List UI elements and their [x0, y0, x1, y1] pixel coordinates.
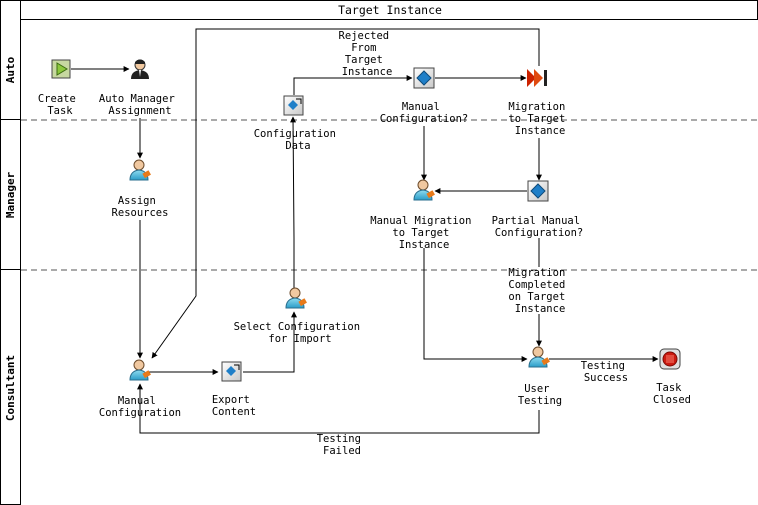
user-person-icon[interactable]	[528, 346, 550, 368]
label-export-content: Export Content	[212, 394, 256, 418]
user-person-icon[interactable]	[129, 359, 151, 381]
label-manual-configuration: Manual Configuration	[99, 395, 181, 419]
user-person-icon[interactable]	[285, 287, 307, 309]
lane-label-manager: Manager	[4, 171, 17, 218]
label-assign-resources: Assign Resources	[112, 195, 169, 219]
label-select-config: Select Configuration for Import	[234, 321, 367, 345]
end-stop-icon[interactable]	[659, 348, 681, 370]
migration-arrow-icon[interactable]	[527, 69, 547, 87]
label-testing-failed: Testing Failed	[317, 433, 368, 457]
label-task-closed: Task Closed	[653, 382, 691, 406]
label-manual-migration: Manual Migration to Target Instance	[370, 215, 477, 251]
label-migration-completed: Migration Completed on Target Instance	[508, 267, 571, 315]
label-auto-manager: Auto Manager Assignment	[99, 93, 181, 117]
label-migration-target: Migration to Target Instance	[508, 101, 571, 137]
label-testing-success: Testing Success	[581, 360, 632, 384]
edge-config-data-to-manual-q	[293, 75, 413, 95]
edge-manual-migration-to-user-testing	[423, 248, 528, 362]
edge-export-to-select	[243, 311, 297, 373]
label-manual-config-q: Manual Configuration?	[380, 101, 469, 125]
label-rejected: Rejected From Target Instance	[339, 30, 396, 78]
decision-diamond-icon[interactable]	[413, 67, 435, 89]
edges	[71, 28, 659, 434]
diagram-title: Target Instance	[338, 3, 442, 17]
label-config-data: Configuration Data	[254, 128, 343, 152]
lane-labels: Auto Manager Consultant	[4, 56, 17, 421]
lane-label-consultant: Consultant	[4, 355, 17, 421]
edge-select-to-config-data	[290, 116, 297, 288]
user-person-icon[interactable]	[129, 159, 151, 181]
edge-labels: Rejected From Target Instance Migration …	[317, 30, 632, 457]
lane-label-auto: Auto	[4, 56, 17, 83]
edge-rejected	[151, 28, 540, 359]
subprocess-icon[interactable]	[283, 95, 304, 116]
edge-testing-failed	[137, 383, 540, 434]
user-person-icon[interactable]	[413, 179, 435, 201]
label-create-task: Create Task	[38, 93, 82, 117]
label-partial-manual: Partial Manual Configuration?	[492, 215, 587, 239]
manager-person-icon[interactable]	[131, 59, 149, 80]
start-triangle-icon[interactable]	[51, 59, 71, 79]
decision-diamond-icon[interactable]	[527, 180, 549, 202]
node-labels: Create Task Auto Manager Assignment Conf…	[38, 93, 691, 419]
label-user-testing: User Testing	[518, 383, 562, 407]
subprocess-icon[interactable]	[221, 361, 242, 382]
